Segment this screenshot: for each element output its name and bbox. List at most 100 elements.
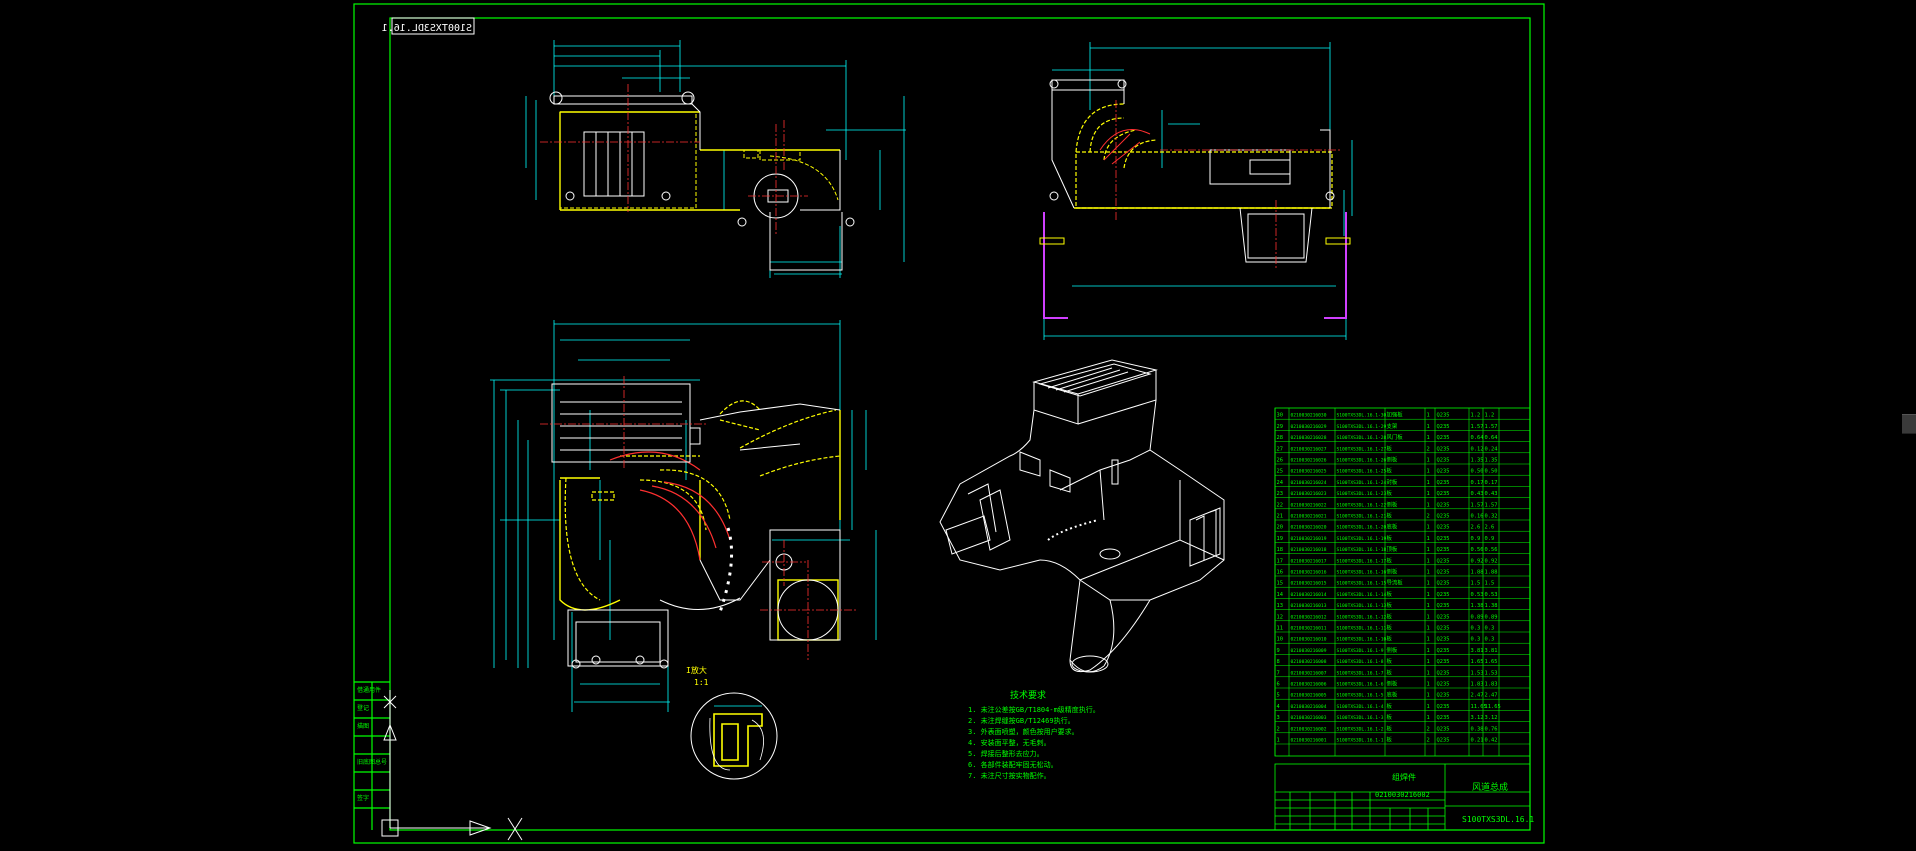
- parts-table-cell: 9: [1277, 648, 1280, 654]
- parts-table-cell: 板: [1387, 534, 1393, 542]
- parts-table-cell: 板: [1387, 668, 1393, 676]
- parts-table-cell: 28: [1277, 435, 1284, 441]
- parts-table-cell: 2: [1427, 726, 1430, 732]
- parts-table-cell: 0.92: [1471, 558, 1484, 564]
- parts-table-cell: Q235: [1437, 514, 1450, 520]
- parts-table-cell: Q235: [1437, 435, 1450, 441]
- parts-table-cell: 1: [1427, 458, 1430, 464]
- parts-table-cell: 29: [1277, 424, 1284, 430]
- parts-table-cell: 0.64: [1471, 435, 1484, 441]
- parts-table-cell: 板: [1387, 612, 1393, 620]
- parts-table-cell: 底板: [1387, 691, 1398, 699]
- parts-table-cell: 2.47: [1471, 693, 1484, 699]
- parts-table-cell: 0.92: [1485, 558, 1498, 564]
- parts-table-cell: Q235: [1437, 592, 1450, 598]
- parts-table-cell: 0210030216024: [1291, 480, 1327, 486]
- parts-table-cell: 1: [1427, 469, 1430, 475]
- parts-table-cell: S100TXS3DL.16.1-28: [1337, 435, 1387, 441]
- parts-table-cell: 0.50: [1485, 469, 1498, 475]
- parts-table-cell: 侧板: [1387, 456, 1398, 464]
- parts-table-cell: 0210030216002: [1291, 726, 1327, 732]
- top-view: [490, 320, 877, 712]
- title-assembly: 组焊件: [1392, 772, 1416, 782]
- svg-text:描图: 描图: [357, 722, 369, 730]
- parts-table-cell: 0.53: [1485, 592, 1498, 598]
- parts-table-cell: Q235: [1437, 659, 1450, 665]
- parts-table-cell: Q235: [1437, 458, 1450, 464]
- parts-table-cell: 24: [1277, 480, 1284, 486]
- parts-table-cell: S100TXS3DL.16.1-4: [1337, 704, 1384, 710]
- parts-table-cell: S100TXS3DL.16.1-5: [1337, 693, 1384, 699]
- parts-table-cell: 0210030216025: [1291, 469, 1327, 475]
- parts-table-cell: 0210030216015: [1291, 581, 1327, 587]
- parts-table-cell: 3.81: [1485, 648, 1498, 654]
- parts-table-cell: 0210030216012: [1291, 614, 1327, 620]
- parts-table-cell: Q235: [1437, 581, 1450, 587]
- parts-table-cell: 1.57: [1485, 502, 1498, 508]
- parts-table-cell: 侧板: [1387, 500, 1398, 508]
- parts-table-cell: Q235: [1437, 614, 1450, 620]
- parts-table-cell: 0210030216007: [1291, 670, 1327, 676]
- parts-table-cell: 1: [1427, 682, 1430, 688]
- parts-table-cell: 11.65: [1485, 704, 1501, 710]
- parts-table-cell: 10: [1277, 637, 1284, 643]
- parts-table-cell: 3: [1277, 715, 1280, 721]
- parts-table-cell: 板: [1387, 556, 1393, 564]
- parts-table-cell: 0210030216011: [1291, 626, 1327, 632]
- parts-table-cell: S100TXS3DL.16.1-2: [1337, 726, 1384, 732]
- section-scale: 1:1: [694, 678, 709, 687]
- parts-table-cell: 0.3: [1485, 626, 1495, 632]
- tech-requirements: 技术要求 1. 未注公差按GB/T1804-m级精度执行。 2. 未注焊缝按GB…: [968, 689, 1100, 780]
- parts-table-cell: 3.81: [1471, 648, 1484, 654]
- parts-table-cell: 1.2: [1471, 413, 1481, 419]
- parts-table-cell: Q235: [1437, 424, 1450, 430]
- parts-table-cell: 1: [1427, 715, 1430, 721]
- parts-table-cell: S100TXS3DL.16.1-29: [1337, 424, 1387, 430]
- parts-table-cell: 0210030216008: [1291, 659, 1327, 665]
- parts-table-cell: 0.42: [1485, 738, 1498, 744]
- parts-table-cell: 3.12: [1485, 715, 1498, 721]
- parts-table-cell: S100TXS3DL.16.1-21: [1337, 514, 1387, 520]
- parts-table-cell: 1.35: [1485, 458, 1498, 464]
- parts-table-cell: 0210030216022: [1291, 502, 1327, 508]
- parts-table-cell: 0210030216028: [1291, 435, 1327, 441]
- parts-table-cell: 7: [1277, 670, 1280, 676]
- parts-table-cell: 1.88: [1485, 570, 1498, 576]
- parts-table-cell: S100TXS3DL.16.1-13: [1337, 603, 1387, 609]
- parts-table-cell: 加强板: [1387, 411, 1404, 419]
- parts-table-cell: 26: [1277, 458, 1284, 464]
- parts-table-cell: 板: [1387, 724, 1393, 732]
- parts-table-cell: S100TXS3DL.16.1-1: [1337, 738, 1384, 744]
- parts-table-cell: 11: [1277, 626, 1284, 632]
- tech-note-7: 7. 未注尺寸按实物配作。: [968, 771, 1051, 780]
- parts-table-cell: 1: [1427, 413, 1430, 419]
- parts-table-cell: S100TXS3DL.16.1-11: [1337, 626, 1387, 632]
- parts-table-cell: 1.53: [1471, 670, 1484, 676]
- parts-table-cell: 27: [1277, 446, 1284, 452]
- parts-table-cell: 板: [1387, 512, 1393, 520]
- parts-table-cell: 风门板: [1387, 433, 1404, 441]
- parts-table-cell: 0210030216001: [1291, 738, 1327, 744]
- parts-table-cell: 2: [1427, 446, 1430, 452]
- parts-table-cell: 0210030216009: [1291, 648, 1327, 654]
- parts-table-cell: 22: [1277, 502, 1284, 508]
- parts-table-cell: S100TXS3DL.16.1-10: [1337, 637, 1387, 643]
- parts-table-cell: 板: [1387, 624, 1393, 632]
- parts-table-cell: S100TXS3DL.16.1-18: [1337, 547, 1387, 553]
- parts-table-cell: Q235: [1437, 648, 1450, 654]
- parts-table-cell: 0210030216030: [1291, 413, 1327, 419]
- parts-table-cell: S100TXS3DL.16.1-25: [1337, 469, 1387, 475]
- parts-table-cell: 支架: [1387, 422, 1398, 430]
- parts-table-cell: 底板: [1387, 523, 1398, 531]
- parts-table-cell: 21: [1277, 514, 1284, 520]
- parts-table-cell: S100TXS3DL.16.1-23: [1337, 491, 1387, 497]
- parts-table-cell: Q235: [1437, 704, 1450, 710]
- parts-table-cell: 1.65: [1471, 659, 1484, 665]
- vertical-scrollbar-thumb[interactable]: [1902, 414, 1916, 434]
- tech-note-2: 2. 未注焊缝按GB/T12469执行。: [968, 716, 1075, 725]
- parts-table-cell: 0.16: [1471, 514, 1484, 520]
- parts-table-cell: 23: [1277, 491, 1284, 497]
